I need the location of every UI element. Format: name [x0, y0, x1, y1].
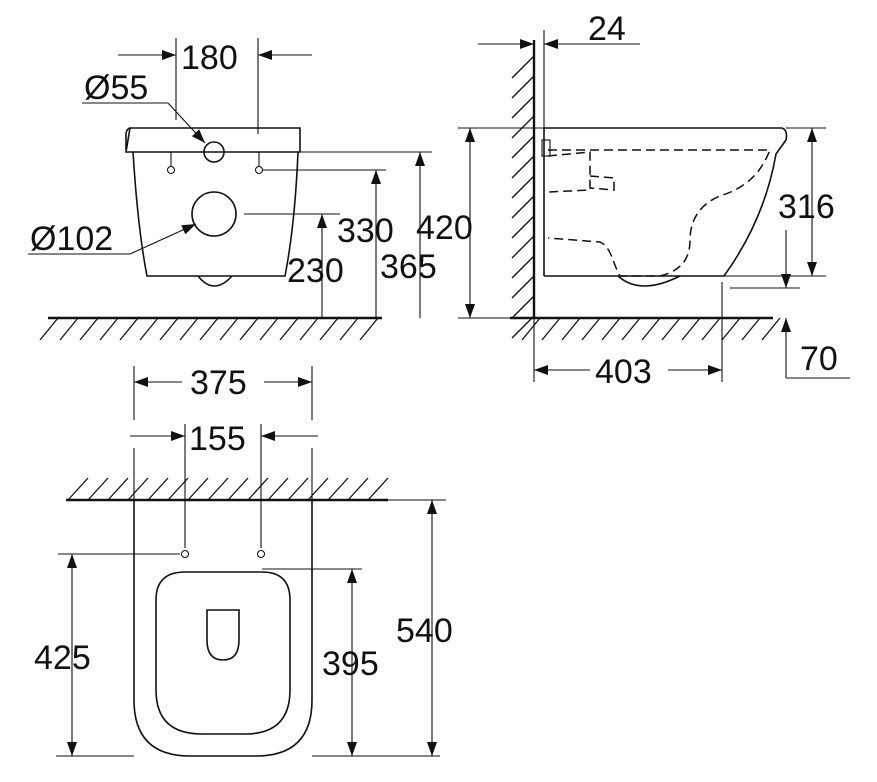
dim-230: 230 — [287, 252, 344, 290]
side-bowl-outline — [544, 127, 788, 277]
side-internal-dashed — [547, 149, 772, 277]
top-seat-outline — [155, 571, 291, 735]
top-fixing-hole-left — [180, 549, 190, 559]
dim-330: 330 — [337, 212, 394, 250]
dim-425: 425 — [34, 639, 91, 677]
top-wall-hatch — [67, 477, 389, 501]
front-fixing-hole-left — [166, 165, 176, 175]
dim-395: 395 — [322, 645, 379, 683]
front-fixing-hole-right — [254, 165, 264, 175]
dim-24: 24 — [588, 10, 626, 48]
side-view: 24 420 316 70 403 — [416, 10, 850, 391]
wall-hatch — [511, 55, 535, 339]
front-bowl-body — [132, 151, 299, 277]
dim-540: 540 — [396, 612, 453, 650]
top-bowl-outline — [133, 500, 313, 757]
dim-420: 420 — [416, 209, 473, 247]
front-inlet-circle — [203, 141, 225, 163]
dim-365: 365 — [380, 248, 437, 286]
front-outlet — [197, 275, 233, 287]
dim-dia-102: Ø102 — [30, 220, 113, 258]
dim-180: 180 — [181, 39, 238, 77]
dim-155: 155 — [189, 420, 246, 458]
front-floor-hatch — [39, 317, 379, 341]
front-view: 180 Ø55 Ø102 330 230 365 — [28, 38, 437, 341]
dim-375: 375 — [190, 364, 247, 402]
top-view: 375 155 425 395 540 — [34, 364, 453, 757]
dim-70: 70 — [800, 340, 838, 378]
front-bowl-outline — [125, 127, 301, 153]
dim-dia-55: Ø55 — [84, 69, 148, 107]
top-fixing-hole-right — [256, 549, 266, 559]
dim-403: 403 — [595, 353, 652, 391]
side-floor-hatch — [521, 317, 781, 341]
dim-316: 316 — [778, 188, 835, 226]
top-bowl-opening — [206, 609, 240, 661]
front-outlet-circle — [191, 191, 237, 237]
